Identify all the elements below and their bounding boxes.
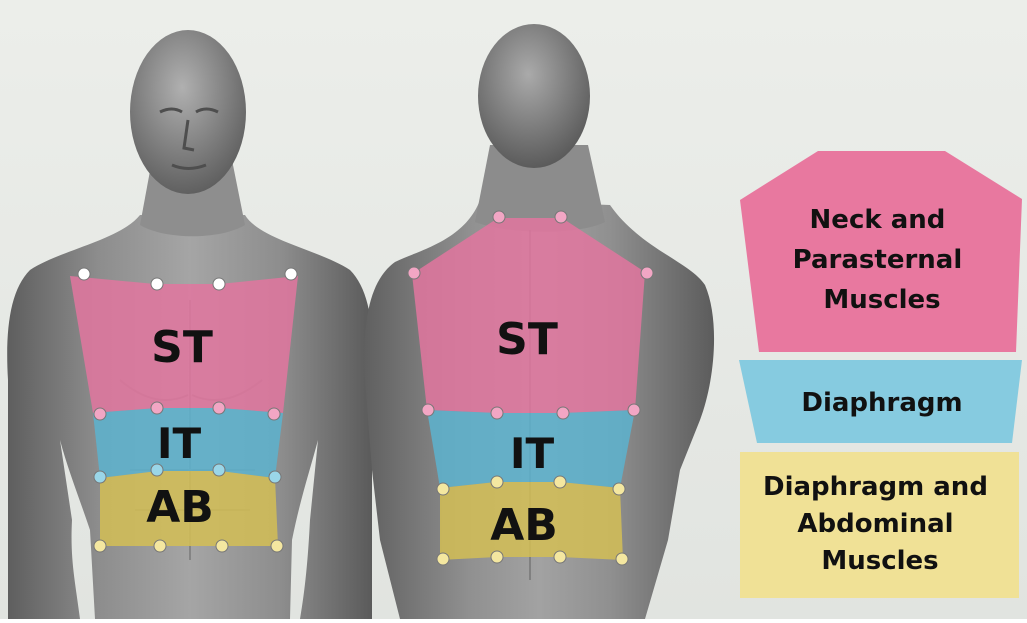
legend-line: Muscles — [823, 285, 940, 315]
front-marker-white — [78, 268, 90, 280]
legend-line: Parasternal — [793, 245, 963, 275]
back-label-ab: AB — [490, 500, 558, 551]
back-marker-pink — [422, 404, 434, 416]
back-marker-pink — [408, 267, 420, 279]
front-marker-pink — [94, 408, 106, 420]
legend-text-it: Diaphragm — [801, 388, 962, 418]
front-label-ab: AB — [146, 482, 214, 533]
back-head — [478, 24, 590, 168]
front-marker-blue — [213, 464, 225, 476]
back-marker-yellow — [491, 476, 503, 488]
back-marker-pink — [641, 267, 653, 279]
front-marker-yellow — [216, 540, 228, 552]
back-marker-yellow — [437, 553, 449, 565]
front-marker-pink — [151, 402, 163, 414]
back-marker-pink — [493, 211, 505, 223]
legend-line: Diaphragm — [801, 388, 962, 418]
back-label-it: IT — [510, 429, 555, 478]
front-marker-blue — [269, 471, 281, 483]
back-marker-yellow — [491, 551, 503, 563]
back-label-st: ST — [496, 314, 558, 365]
legend-line: Neck and — [810, 205, 946, 235]
back-marker-yellow — [437, 483, 449, 495]
back-marker-pink — [555, 211, 567, 223]
back-marker-yellow — [613, 483, 625, 495]
front-marker-white — [285, 268, 297, 280]
legend-line: Abdominal — [797, 509, 953, 539]
front-marker-yellow — [271, 540, 283, 552]
back-marker-yellow — [616, 553, 628, 565]
front-marker-yellow — [154, 540, 166, 552]
front-marker-white — [213, 278, 225, 290]
front-marker-pink — [213, 402, 225, 414]
front-marker-blue — [94, 471, 106, 483]
back-marker-pink — [557, 407, 569, 419]
front-label-st: ST — [151, 322, 213, 373]
legend-line: Muscles — [821, 546, 938, 576]
front-marker-pink — [268, 408, 280, 420]
back-marker-yellow — [554, 476, 566, 488]
front-marker-yellow — [94, 540, 106, 552]
back-marker-pink — [628, 404, 640, 416]
back-marker-pink — [491, 407, 503, 419]
front-marker-white — [151, 278, 163, 290]
back-marker-yellow — [554, 551, 566, 563]
legend: Neck and Parasternal Muscles Diaphragm D… — [739, 151, 1022, 598]
legend-line: Diaphragm and — [763, 472, 988, 502]
front-label-it: IT — [157, 419, 202, 468]
